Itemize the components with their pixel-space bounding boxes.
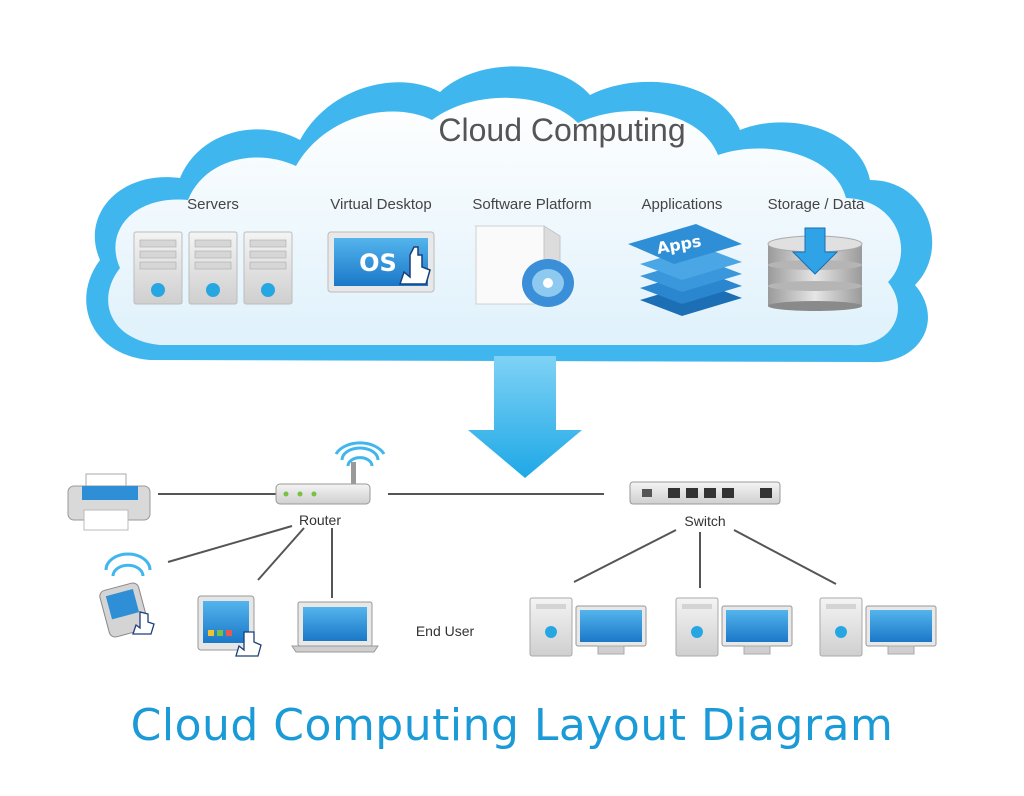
database-download-icon bbox=[767, 227, 863, 311]
workstation-3 bbox=[819, 597, 937, 657]
apps-stack-icon: Apps bbox=[628, 224, 742, 316]
software-box-disc-icon bbox=[474, 225, 574, 307]
smartphone-icon bbox=[99, 552, 155, 638]
service-label-storage-data: Storage / Data bbox=[767, 196, 865, 213]
virtual-desktop-os-icon: OS bbox=[327, 231, 435, 293]
os-screen-text: OS bbox=[359, 249, 397, 277]
server-rack-icon bbox=[133, 231, 293, 305]
router-label: Router bbox=[298, 512, 342, 528]
switch-label: Switch bbox=[684, 513, 726, 529]
workstation-1 bbox=[529, 597, 647, 657]
service-label-applications: Applications bbox=[641, 196, 723, 213]
service-label-servers: Servers bbox=[187, 196, 239, 213]
pointer-hand-icon bbox=[398, 246, 431, 285]
switch-icon bbox=[629, 481, 781, 505]
router-icon bbox=[275, 441, 386, 505]
diagram-caption: Cloud Computing Layout Diagram bbox=[130, 700, 894, 751]
network-links bbox=[158, 493, 837, 598]
service-label-software-platform: Software Platform bbox=[472, 196, 592, 213]
printer-icon bbox=[67, 473, 151, 531]
laptop-icon bbox=[291, 601, 379, 653]
cloud-shape bbox=[86, 66, 933, 363]
tablet-icon bbox=[197, 595, 262, 657]
workstation-2 bbox=[675, 597, 793, 657]
end-user-label: End User bbox=[415, 623, 475, 639]
down-arrow bbox=[468, 356, 582, 478]
service-label-virtual-desktop: Virtual Desktop bbox=[330, 196, 432, 213]
cloud-title: Cloud Computing bbox=[438, 112, 686, 148]
